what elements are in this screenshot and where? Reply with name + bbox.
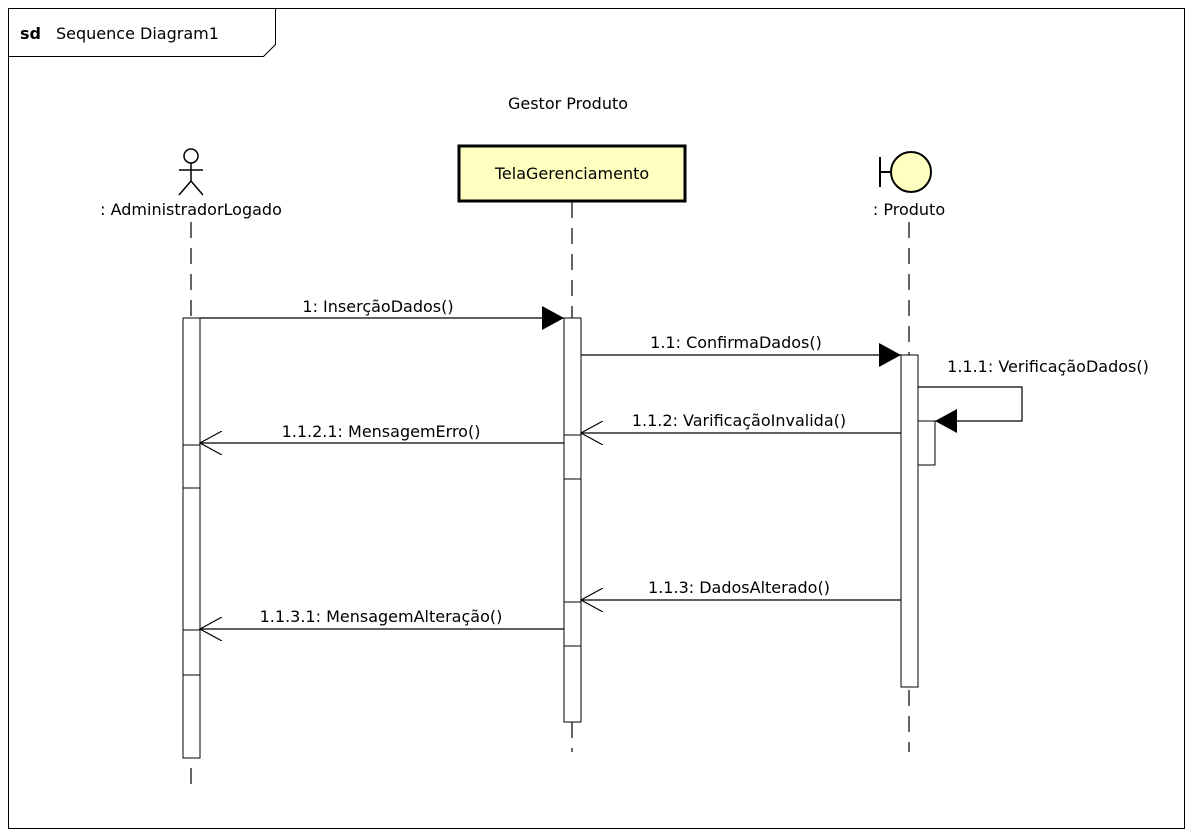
object-box [457,144,687,203]
frame-tab [8,8,276,57]
lifeline-produto[interactable]: : Produto [873,151,945,752]
message-varificacao-invalida[interactable]: 1.1.2: VarificaçãoInvalida() [581,411,901,433]
lifeline-label: TelaGerenciamento [494,164,649,183]
boundary-icon [879,151,932,193]
activation-bar-nested [182,629,201,676]
message-label: 1.1.3: DadosAlterado() [648,578,830,597]
message-verificacao-dados[interactable]: 1.1.1: VerificaçãoDados() [918,357,1149,433]
frame-title: Sequence Diagram1 [56,24,219,43]
message-label: 1: InserçãoDados() [302,297,453,316]
lifeline-label: : AdministradorLogado [100,200,282,219]
message-label: 1.1: ConfirmaDados() [650,333,822,352]
diagram-subtitle: Gestor Produto [508,94,628,113]
message-label: 1.1.3.1: MensagemAlteração() [260,607,503,626]
message-mensagem-alteracao[interactable]: 1.1.3.1: MensagemAlteração() [200,607,564,629]
activation-bar [563,317,582,723]
activation-bar-nested [563,434,582,480]
activation-bar-self [917,420,936,466]
message-mensagem-erro[interactable]: 1.1.2.1: MensagemErro() [200,422,564,443]
activation-bar-nested [182,444,201,489]
lifeline-label: : Produto [873,200,945,219]
activation-bar [182,317,201,759]
frame-keyword: sd [20,24,41,43]
lifeline-administrador[interactable]: : AdministradorLogado [100,148,282,786]
activation-bar-nested [563,601,582,647]
message-label: 1.1.1: VerificaçãoDados() [947,357,1149,376]
activation-bar [900,354,919,688]
message-label: 1.1.2.1: MensagemErro() [282,422,481,441]
message-dados-alterado[interactable]: 1.1.3: DadosAlterado() [581,578,901,600]
message-label: 1.1.2: VarificaçãoInvalida() [632,411,846,430]
message-arrow [918,386,1023,433]
actor-icon [178,148,204,196]
lifeline-tela-gerenciamento[interactable]: TelaGerenciamento [457,144,687,752]
message-insercao-dados[interactable]: 1: InserçãoDados() [200,297,564,330]
message-confirma-dados[interactable]: 1.1: ConfirmaDados() [581,333,901,367]
